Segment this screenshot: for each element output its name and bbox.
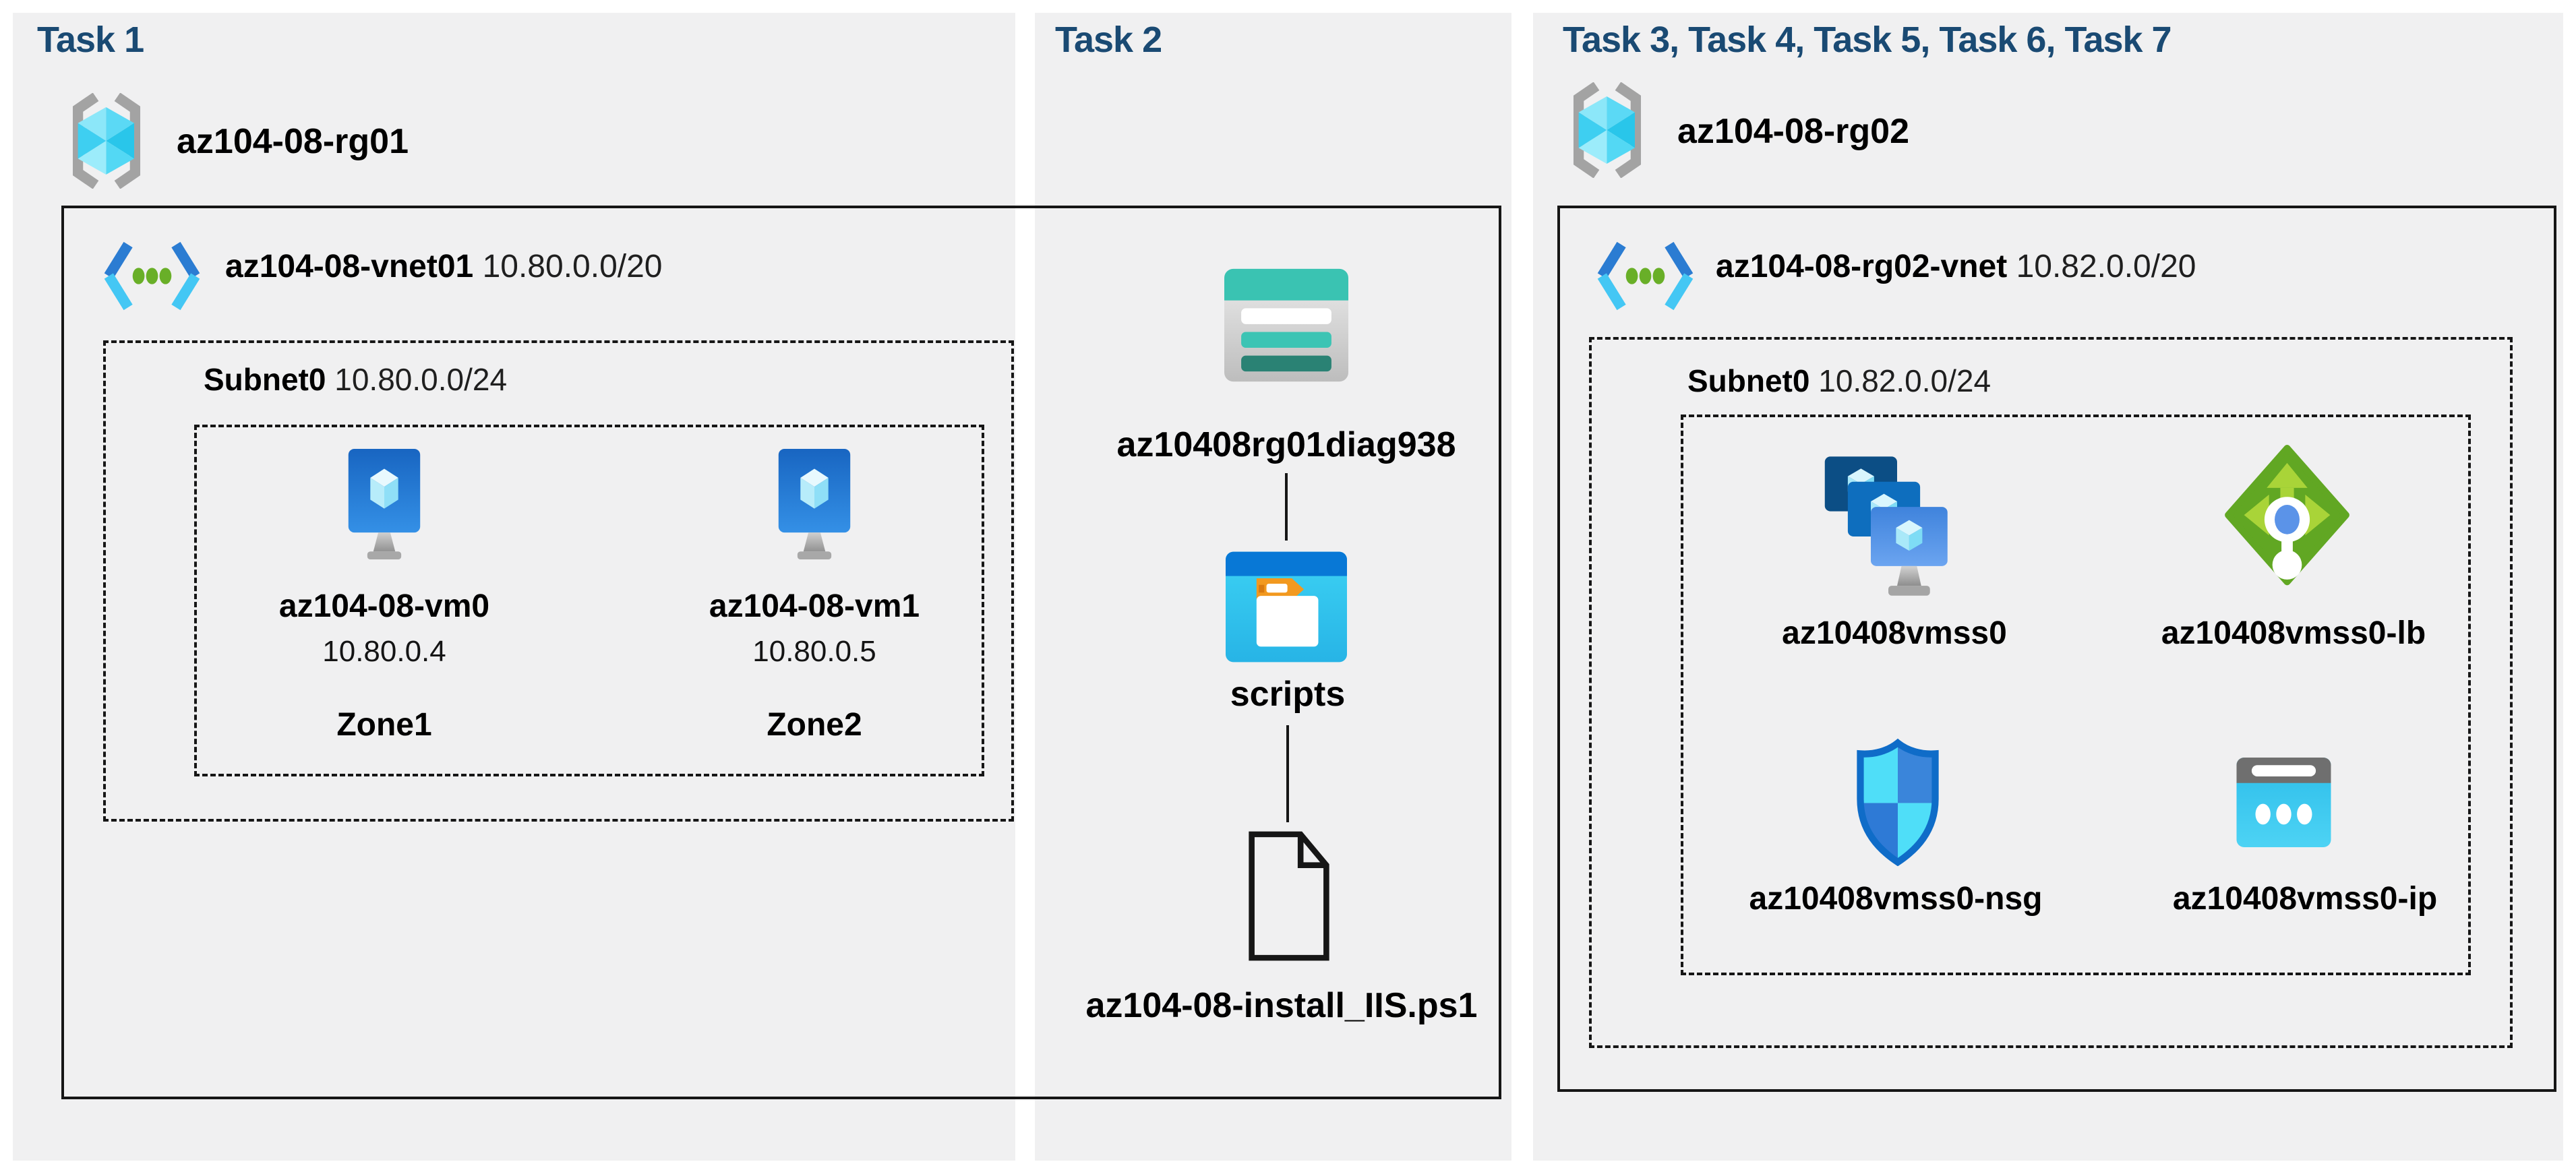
vnet2-cidr: 10.82.0.0/20 bbox=[2016, 249, 2196, 284]
virtual-machine-icon bbox=[334, 447, 435, 561]
file-icon bbox=[1247, 829, 1331, 963]
nsg-name: az10408vmss0-nsg bbox=[1749, 881, 2043, 917]
vnet1-name: az104-08-vnet01 bbox=[225, 249, 474, 284]
task3-header: Task 3, Task 4, Task 5, Task 6, Task 7 bbox=[1563, 20, 2172, 60]
resource-group-name: az104-08-rg01 bbox=[177, 122, 409, 161]
subnet2-label: Subnet0 10.82.0.0/24 bbox=[1687, 363, 1991, 399]
task3-panel bbox=[1533, 13, 2563, 1161]
task2-header: Task 2 bbox=[1055, 20, 1162, 60]
load-balancer-name: az10408vmss0-lb bbox=[2161, 615, 2426, 651]
vnet2-box bbox=[1557, 206, 2556, 1092]
vm1-zone: Zone2 bbox=[767, 707, 862, 743]
public-ip-icon bbox=[2236, 758, 2331, 847]
subnet1-name: Subnet0 bbox=[204, 362, 326, 397]
vnet1-label: az104-08-vnet01 10.80.0.0/20 bbox=[225, 248, 662, 285]
resource-group-name: az104-08-rg02 bbox=[1677, 112, 1909, 151]
virtual-network-icon bbox=[1593, 237, 1698, 315]
subnet2-box bbox=[1589, 337, 2513, 1048]
subnet2-name: Subnet0 bbox=[1687, 363, 1810, 398]
subnet1-cidr: 10.80.0.0/24 bbox=[334, 362, 508, 397]
vm1-name: az104-08-vm1 bbox=[709, 588, 920, 624]
container-name: scripts bbox=[1230, 675, 1346, 714]
task1-header: Task 1 bbox=[37, 20, 144, 60]
vm0-ip: 10.80.0.4 bbox=[322, 635, 446, 668]
blob-container-icon bbox=[1226, 550, 1347, 664]
vm1-ip: 10.80.0.5 bbox=[752, 635, 876, 668]
vmss-group-box bbox=[1681, 415, 2471, 975]
resource-group-icon bbox=[62, 93, 151, 189]
zone1-box bbox=[194, 425, 984, 776]
vm0-zone: Zone1 bbox=[336, 707, 432, 743]
connector-line bbox=[1286, 725, 1289, 822]
nsg-shield-icon bbox=[1847, 738, 1948, 866]
vnet2-name: az104-08-rg02-vnet bbox=[1716, 249, 2008, 284]
subnet1-label: Subnet0 10.80.0.0/24 bbox=[204, 361, 507, 398]
cube bbox=[78, 106, 134, 175]
virtual-network-icon bbox=[100, 237, 204, 315]
subnet2-cidr: 10.82.0.0/24 bbox=[1818, 363, 1991, 398]
resource-group-icon bbox=[1563, 82, 1652, 178]
load-balancer-icon bbox=[2225, 445, 2349, 586]
vmss-name: az10408vmss0 bbox=[1782, 615, 2007, 651]
public-ip-name: az10408vmss0-ip bbox=[2172, 881, 2438, 917]
vm-scale-set-icon bbox=[1818, 450, 1950, 602]
storage-account-icon bbox=[1224, 268, 1348, 382]
script-file-name: az104-08-install_IIS.ps1 bbox=[1085, 986, 1478, 1025]
task1-panel bbox=[13, 13, 1015, 1161]
vnet2-label: az104-08-rg02-vnet 10.82.0.0/20 bbox=[1716, 248, 2196, 285]
connector-line bbox=[1285, 473, 1288, 541]
virtual-machine-icon bbox=[764, 447, 865, 561]
vm0-name: az104-08-vm0 bbox=[278, 588, 490, 624]
subnet1-box bbox=[103, 340, 1014, 822]
vnet1-box bbox=[61, 206, 1501, 1099]
vnet1-cidr: 10.80.0.0/20 bbox=[482, 249, 663, 284]
storage-account-name: az10408rg01diag938 bbox=[1116, 425, 1456, 464]
